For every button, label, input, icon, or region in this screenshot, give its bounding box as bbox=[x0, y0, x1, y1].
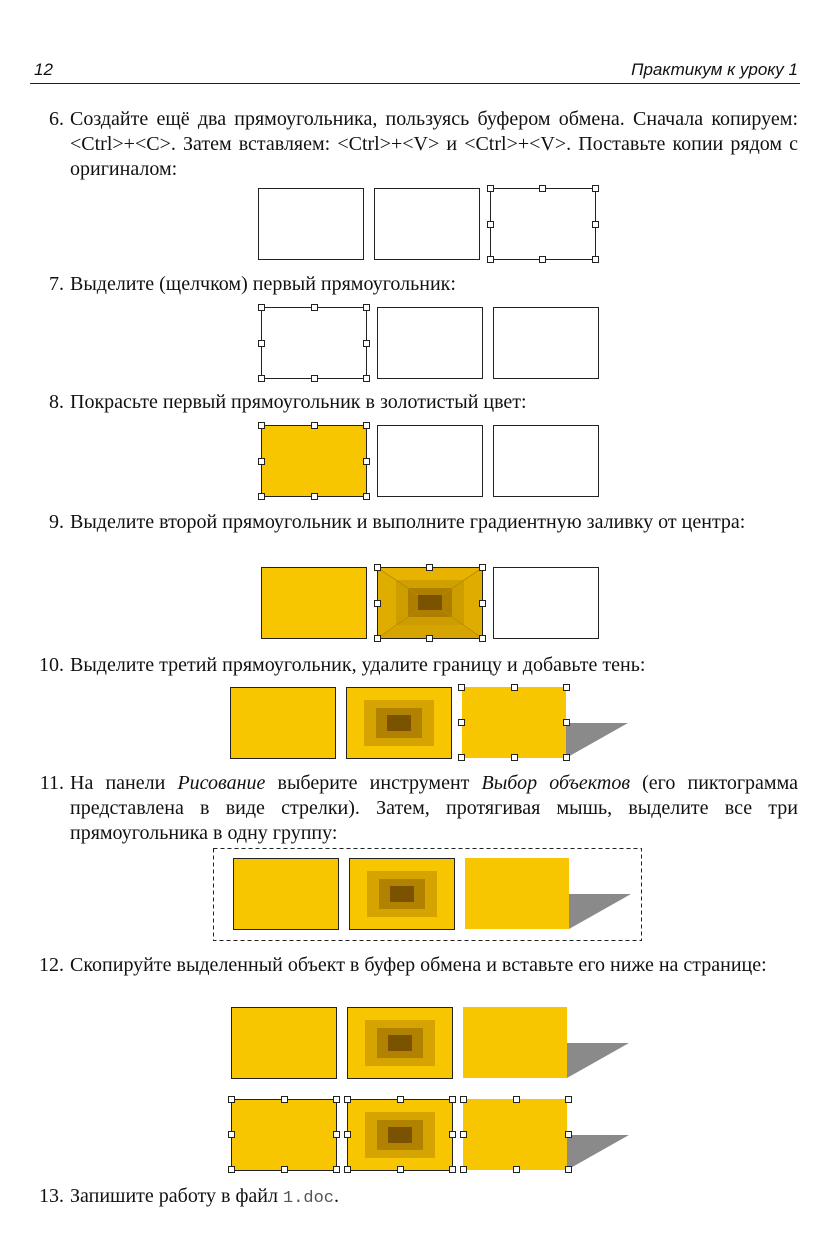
step-number: 10. bbox=[39, 654, 64, 676]
rectangle-3 bbox=[493, 567, 599, 639]
selection-handles bbox=[458, 684, 570, 761]
step-8: 8. Покрасьте первый прямоугольник в золо… bbox=[26, 390, 798, 415]
rectangle-1-gold bbox=[261, 567, 367, 639]
rectangle-2-gradient bbox=[349, 858, 455, 930]
shadow bbox=[567, 1043, 629, 1078]
rectangle-2 bbox=[374, 188, 480, 260]
rectangle-3 bbox=[493, 307, 599, 379]
figure-step-7 bbox=[258, 304, 599, 382]
step-text: Выделите третий прямоугольник, удалите г… bbox=[70, 654, 646, 676]
step-number: 13. bbox=[39, 1185, 64, 1207]
tool-name: Выбор объектов bbox=[481, 772, 630, 794]
step-11: 11. На панели Рисование выберите инструм… bbox=[26, 771, 798, 846]
header-rule bbox=[30, 83, 800, 84]
page-number: 12 bbox=[34, 60, 53, 79]
filename: 1.doc bbox=[283, 1189, 335, 1208]
original-group bbox=[231, 1007, 629, 1079]
step-7: 7. Выделите (щелчком) первый прямоугольн… bbox=[26, 272, 798, 297]
figure-step-10 bbox=[230, 684, 628, 761]
rectangle-3-no-border bbox=[463, 1099, 567, 1170]
selection-handles bbox=[258, 304, 370, 382]
running-title: Практикум к уроку 1 bbox=[631, 60, 798, 79]
selection-handles bbox=[258, 422, 370, 500]
shadow bbox=[567, 1135, 629, 1170]
figure-step-9 bbox=[261, 564, 599, 642]
rectangle-3-no-border bbox=[463, 1007, 567, 1078]
group-selection-marquee bbox=[213, 848, 642, 941]
rectangle-1-gold bbox=[261, 425, 367, 497]
rectangle-2-gradient bbox=[347, 1099, 453, 1171]
selection-handles bbox=[374, 564, 486, 642]
step-number: 7. bbox=[49, 273, 64, 295]
step-6: 6. Создайте ещё два прямоугольника, поль… bbox=[26, 107, 798, 182]
step-9: 9. Выделите второй прямоугольник и выпол… bbox=[26, 510, 798, 535]
rectangle-1-gold bbox=[231, 1099, 337, 1171]
toolbar-name: Рисование bbox=[177, 772, 266, 794]
rectangle-2-gradient bbox=[347, 1007, 453, 1079]
shadow bbox=[566, 723, 628, 758]
rectangle-2 bbox=[377, 307, 483, 379]
rectangle-2 bbox=[377, 425, 483, 497]
step-text: Покрасьте первый прямоугольник в золотис… bbox=[70, 391, 527, 413]
rectangle-2-gradient bbox=[377, 567, 483, 639]
rectangle-1-gold bbox=[231, 1007, 337, 1079]
rectangle-1 bbox=[258, 188, 364, 260]
figure-step-6 bbox=[258, 185, 599, 263]
figure-step-12 bbox=[228, 1007, 629, 1173]
step-text: Создайте ещё два прямоугольника, пользуя… bbox=[70, 108, 798, 180]
rectangle-3 bbox=[493, 425, 599, 497]
pasted-group bbox=[228, 1096, 629, 1173]
step-10: 10. Выделите третий прямоугольник, удали… bbox=[26, 653, 798, 678]
step-12: 12. Скопируйте выделенный объект в буфер… bbox=[26, 953, 798, 978]
rectangle-2-gradient bbox=[346, 687, 452, 759]
step-text: Выделите (щелчком) первый прямоугольник: bbox=[70, 273, 456, 295]
step-13: 13. Запишите работу в файл 1.doc. bbox=[26, 1184, 798, 1211]
step-number: 11. bbox=[39, 772, 64, 794]
selection-handles bbox=[487, 185, 599, 263]
rectangle-1-gold bbox=[230, 687, 336, 759]
selection-handles bbox=[228, 1096, 572, 1173]
step-number: 8. bbox=[49, 391, 64, 413]
rectangle-1 bbox=[261, 307, 367, 379]
step-text: На панели Рисование выберите инструмент … bbox=[70, 772, 798, 844]
step-text: Выделите второй прямоугольник и выполнит… bbox=[70, 511, 746, 533]
step-number: 9. bbox=[49, 511, 64, 533]
step-number: 6. bbox=[49, 108, 64, 130]
figure-step-8 bbox=[258, 422, 599, 500]
step-text: Запишите работу в файл 1.doc. bbox=[70, 1185, 340, 1208]
step-text: Скопируйте выделенный объект в буфер обм… bbox=[70, 954, 767, 976]
rectangle-3 bbox=[490, 188, 596, 260]
step-number: 12. bbox=[39, 954, 64, 976]
figure-step-11 bbox=[213, 848, 642, 941]
rectangle-3-no-border bbox=[462, 687, 566, 758]
rectangle-3-no-border bbox=[465, 858, 569, 929]
rectangle-1-gold bbox=[233, 858, 339, 930]
shadow bbox=[569, 894, 631, 929]
